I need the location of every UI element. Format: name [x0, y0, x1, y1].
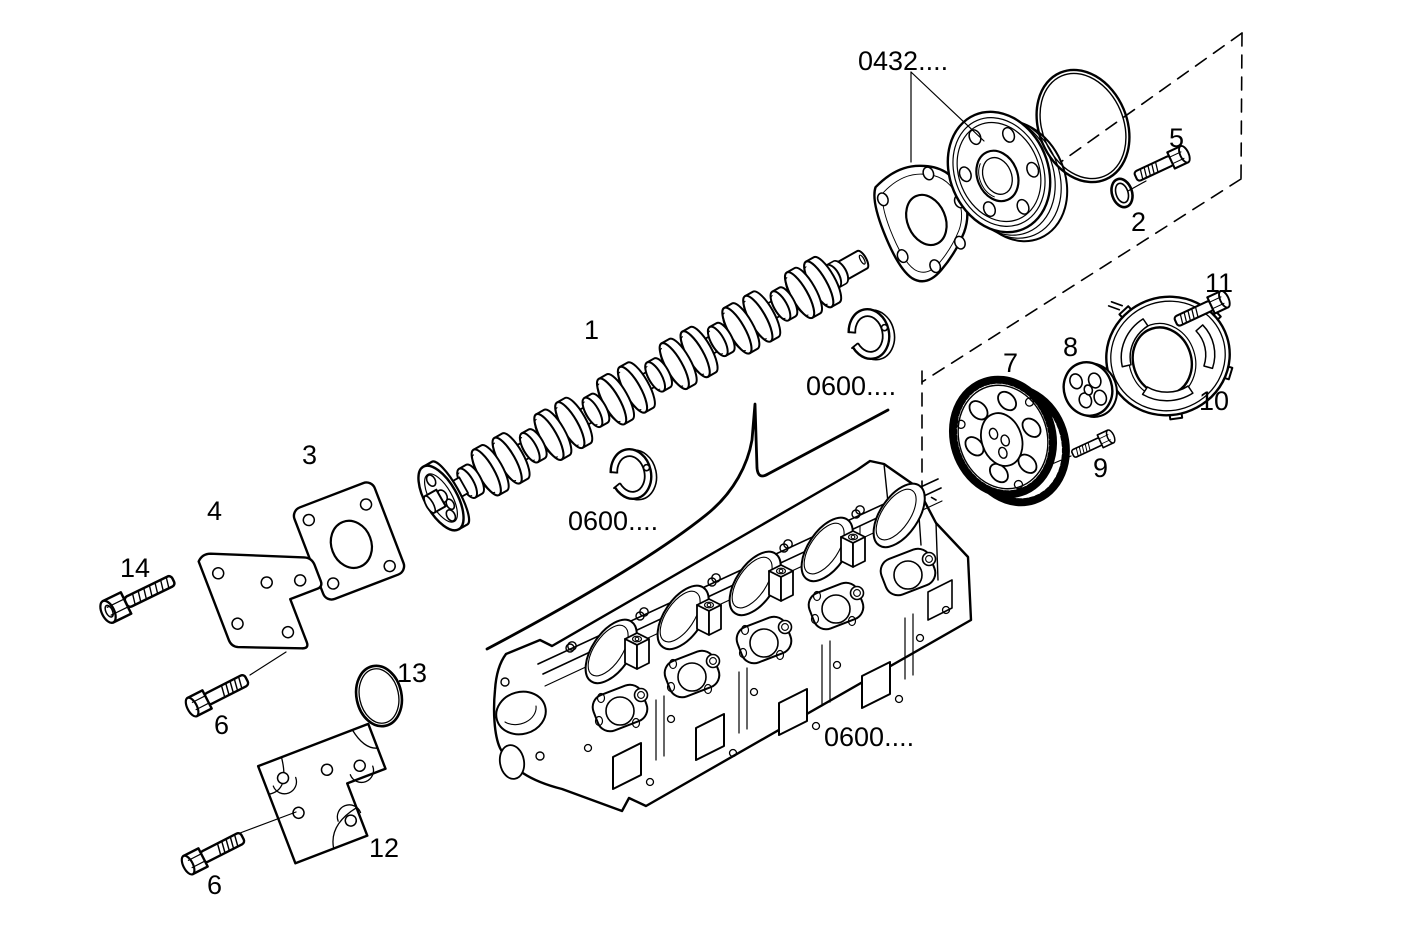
label-ref-0600-lower: 0600.... [568, 506, 658, 536]
label-part-14: 14 [120, 553, 150, 583]
label-part-12: 12 [369, 833, 399, 863]
bracket-part-12 [256, 722, 387, 865]
cover-gasket-part-3 [292, 481, 406, 601]
label-part-4: 4 [207, 496, 222, 526]
cylinder-head [492, 459, 973, 813]
label-ref-0600-upper: 0600.... [806, 371, 896, 401]
label-part-8: 8 [1063, 332, 1078, 362]
timing-gear-part-7 [948, 375, 1070, 507]
camshaft [417, 249, 870, 532]
label-part-11: 11 [1205, 268, 1233, 298]
cover-plate-part-4 [197, 552, 323, 650]
leader-lines [239, 71, 1147, 834]
phonic-wheel-part-10 [1105, 295, 1234, 421]
camshaft-front-flange [417, 460, 471, 532]
break-line [485, 402, 890, 651]
camshaft-bush-upper [832, 303, 901, 369]
label-part-2: 2 [1131, 207, 1146, 237]
label-part-6-lower: 6 [207, 870, 222, 900]
camshaft-hub [946, 110, 1069, 243]
head-top-sections [567, 482, 937, 733]
hub-gasket [873, 164, 969, 283]
label-part-6-upper: 6 [214, 710, 229, 740]
hub-o-ring [1035, 68, 1131, 184]
thrust-plate-part-8 [1062, 361, 1118, 418]
label-ref-0432: 0432.... [858, 46, 948, 76]
label-ref-0600-head: 0600.... [824, 722, 914, 752]
head-side-face [583, 605, 951, 790]
label-part-13: 13 [397, 658, 427, 688]
label-part-5: 5 [1169, 123, 1184, 153]
camshaft-bush-lower [594, 443, 663, 509]
label-part-7: 7 [1003, 348, 1018, 378]
callout-labels: 0432.... 0600.... 0600.... 0600.... 1 2 … [120, 46, 1233, 900]
label-part-10: 10 [1199, 386, 1229, 416]
head-top-holes [565, 509, 861, 653]
label-part-9: 9 [1093, 453, 1108, 483]
label-part-3: 3 [302, 440, 317, 470]
label-part-1: 1 [584, 315, 599, 345]
o-ring-part-13 [354, 664, 404, 728]
seal-washer-part-2 [1110, 177, 1134, 209]
